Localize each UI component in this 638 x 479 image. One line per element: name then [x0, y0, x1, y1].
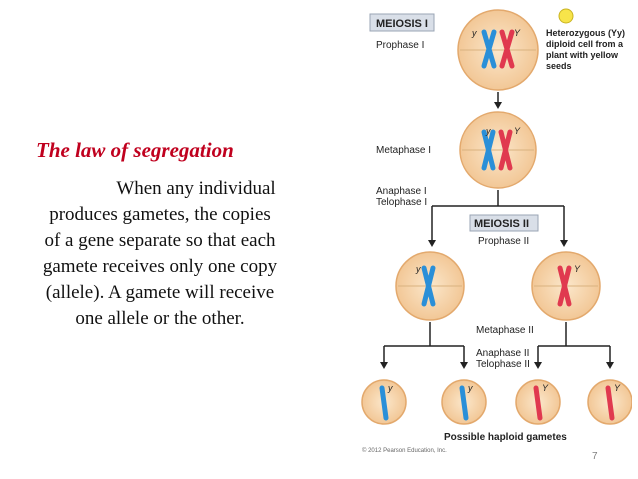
body-line: produces gametes, the copies: [49, 204, 271, 225]
arrow-head: [494, 102, 502, 109]
meiosis1-title: MEIOSIS I: [376, 18, 428, 30]
body-line: of a gene separate so that each: [44, 230, 276, 251]
allele-y: y: [387, 383, 393, 393]
telophase1-label: Telophase I: [376, 197, 427, 208]
arrow-head: [460, 362, 468, 369]
yellow-seed: [558, 8, 574, 24]
cell-note-line: seeds: [546, 61, 572, 71]
copyright: © 2012 Pearson Education, Inc.: [362, 447, 447, 454]
prophase1-label: Prophase I: [376, 40, 424, 51]
allele-Y: Y: [542, 383, 549, 393]
anaphase2-label: Anaphase II: [476, 348, 529, 359]
page-number: 7: [592, 451, 598, 462]
meiosis-diagram: MEIOSIS I Prophase I y Y Heterozygous (Y…: [361, 8, 632, 454]
allele-Y: Y: [514, 126, 521, 136]
allele-Y: Y: [574, 264, 581, 274]
chromosome-pair: [481, 29, 515, 69]
meiosis2-title: MEIOSIS II: [474, 218, 529, 230]
cell-note-line: Heterozygous (Yy): [546, 28, 625, 38]
arrow-head: [534, 362, 542, 369]
anaphase1-label: Anaphase I: [376, 186, 427, 197]
allele-y: y: [467, 383, 473, 393]
metaphase1-label: Metaphase I: [376, 145, 431, 156]
chromosome-red: [605, 385, 615, 421]
cell-note-line: diploid cell from a: [546, 39, 624, 49]
body-line: When any individual: [116, 178, 276, 199]
arrow-head: [380, 362, 388, 369]
allele-Y: Y: [514, 28, 521, 38]
chromosome-pair: [481, 129, 513, 171]
prophase2-label: Prophase II: [478, 236, 529, 247]
chromosome-red: [557, 265, 572, 307]
meiosis2-title-box: [469, 214, 539, 232]
meiosis1-title-box: [369, 13, 435, 32]
slide-title: The law of segregation: [36, 138, 234, 162]
chromosome-blue: [421, 265, 436, 307]
body-line: gamete receives only one copy: [42, 256, 278, 277]
arrow-head: [560, 240, 568, 247]
body-line: one allele or the other.: [75, 308, 245, 329]
allele-y: y: [415, 264, 421, 274]
metaphase2-label: Metaphase II: [476, 325, 534, 336]
slide-body: When any individual produces gametes, th…: [4, 176, 316, 332]
allele-y: y: [471, 28, 477, 38]
cell-note-line: plant with yellow: [546, 50, 619, 60]
allele-y: y: [485, 126, 491, 136]
arrow-head: [428, 240, 436, 247]
gametes-label: Possible haploid gametes: [444, 432, 567, 443]
chromosome-red: [533, 385, 543, 421]
arrow-head: [606, 362, 614, 369]
allele-Y: Y: [614, 383, 621, 393]
body-line: (allele). A gamete will receive: [45, 282, 275, 303]
telophase2-label: Telophase II: [476, 359, 530, 370]
chromosome-blue: [459, 385, 469, 421]
chromosome-blue: [379, 385, 389, 421]
